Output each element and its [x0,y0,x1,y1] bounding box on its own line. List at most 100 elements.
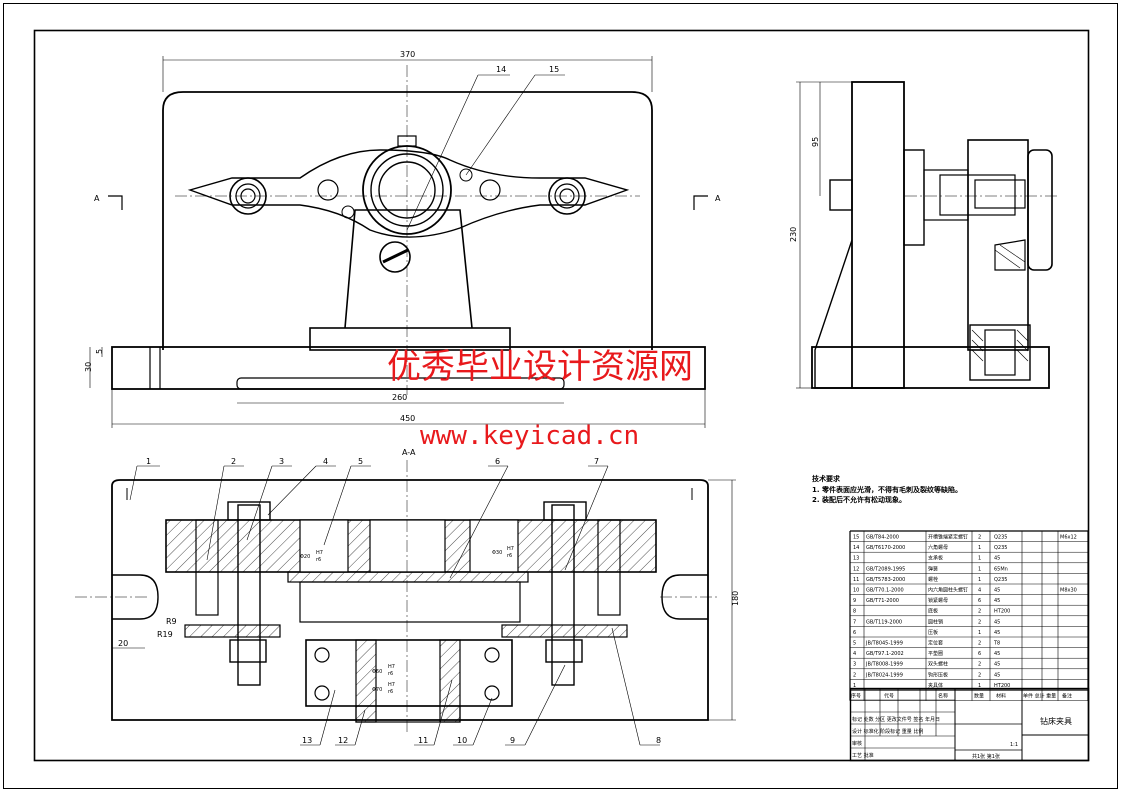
callout-14: 14 [496,65,506,74]
bom-row-code: GB/T71-2000 [866,598,899,604]
tech-notes-title: 技术要求 [812,474,841,483]
dim-r9: R9 [166,617,177,626]
bom-header-name: 名称 [938,693,948,700]
bom-row-code: JB/T8008-1999 [865,662,903,668]
bom-row-material: HT200 [994,683,1010,689]
bom-header-note: 备注 [1062,693,1072,700]
bom-row-qty: 2 [978,672,981,678]
bom-row-name: 六角螺母 [928,544,948,551]
bom-row-qty: 6 [978,598,981,604]
scale: 1:1 [1010,742,1018,748]
callout-7: 7 [594,457,599,466]
drawing-name: 钻床夹具 [1040,716,1072,726]
bom-row-no: 13 [853,556,859,562]
bom-row-name: 压板 [928,629,938,636]
watermark-url: www.keyicad.cn [420,421,639,451]
dim-5: 5 [95,349,104,354]
bom-row-material: 45 [994,588,1000,594]
title-block: 标记 处数 分区 更改文件号 签名 年月日 设计 标准化 阶段标记 重量 比例 … [849,687,1090,762]
bom-row-qty: 1 [978,683,981,689]
bom-row-code: GB/T6170-2000 [866,545,905,551]
callout-12: 12 [338,736,348,745]
fit-up-70: H7 [388,682,395,688]
title-row-1: 标记 处数 分区 更改文件号 签名 年月日 [852,716,940,723]
bom-row-qty: 2 [978,641,981,647]
bom-row-material: Q235 [994,577,1007,583]
bom-row-material: Q235 [994,535,1007,541]
fit-up-30: H7 [507,546,514,552]
bom-row-code: GB/T97.1-2002 [866,651,904,657]
bom-row-no: 6 [853,630,856,636]
bom-row-material: HT200 [994,609,1010,615]
technical-notes: 技术要求 1. 零件表面应光滑，不得有毛刺及裂纹等缺陷。 2. 装配后不允许有松… [812,474,962,504]
callout-9: 9 [510,736,515,745]
fit-low-60: r6 [388,671,393,677]
bom-row-material: 45 [994,651,1000,657]
bom-row-code: GB/T5783-2000 [866,577,905,583]
bom-row-qty: 1 [978,566,981,572]
section-mark-right: A [715,194,721,203]
fit-up-20: H7 [316,550,323,556]
callout-13: 13 [302,736,312,745]
dim-450: 450 [400,414,415,423]
bom-row-name: 开槽锥端紧定螺钉 [928,534,968,541]
dim-230: 230 [789,227,798,242]
fit-dia-30: Φ30 [492,550,502,556]
bom-row-material: 45 [994,630,1000,636]
bom-header-material: 材料 [996,693,1006,700]
title-row-4: 工艺 批准 [852,752,874,759]
fit-dia-20: Φ20 [300,554,310,560]
tech-note-2: 2. 装配后不允许有松动现象。 [812,495,906,504]
bom-row-name: 螺栓 [928,576,938,583]
bom-row-no: 8 [853,609,856,615]
bom-row-name: 底板 [928,608,938,615]
bom-row-material: 45 [994,672,1000,678]
bom-row-name: 双头螺柱 [928,661,948,668]
bom-row-qty: 1 [978,577,981,583]
bom-row-code: GB/T119-2000 [866,619,902,625]
tech-note-1: 1. 零件表面应光滑，不得有毛刺及裂纹等缺陷。 [812,485,962,494]
bom-row-name: 定位套 [928,640,943,647]
front-view: 370 450 260 5 30 [84,50,721,428]
bom-row-no: 15 [853,535,859,541]
bom-row-no: 10 [853,588,859,594]
fit-dia-60: Φ60 [372,669,382,675]
bom-row-no: 7 [853,619,856,625]
title-row-3: 审核 [852,740,862,747]
fit-low-70: r6 [388,689,393,695]
dim-r19: R19 [157,630,173,639]
bom-row-material: 45 [994,662,1000,668]
bom-row-qty: 1 [978,556,981,562]
title-row-2: 设计 标准化 阶段标记 重量 比例 [852,728,923,735]
sheet-count: 共1张 第1张 [972,753,1000,760]
bom-row-name: 内六角圆柱头螺钉 [928,587,968,594]
bom-row-code: JB/T8024-1999 [865,672,903,678]
bom-row-no: 5 [853,641,856,647]
bom-row-no: 4 [853,651,856,657]
bom-row-material: T8 [993,641,1000,647]
fit-dia-70: Φ70 [372,687,382,693]
callout-10: 10 [457,736,467,745]
bom-row-qty: 2 [978,609,981,615]
callout-5: 5 [358,457,363,466]
bom-row-qty: 2 [978,619,981,625]
bom-header-code: 代号 [884,693,894,700]
bom-row-qty: 6 [978,651,981,657]
bom-row-name: 锁紧螺母 [928,597,948,604]
bom-row-no: 2 [853,672,856,678]
bom-row-no: 3 [853,662,856,668]
bom-row-qty: 1 [978,630,981,636]
bom-row-material: 45 [994,598,1000,604]
dim-370: 370 [400,50,415,59]
bom-row-qty: 2 [978,662,981,668]
section-title: A-A [402,448,416,457]
bom-row-no: 14 [853,545,859,551]
bom-row-code: GB/T2089-1995 [866,566,905,572]
callout-15: 15 [549,65,559,74]
dim-30: 30 [84,362,93,372]
inner-border [33,29,1090,762]
callout-1: 1 [146,457,151,466]
callout-8: 8 [656,736,661,745]
callout-2: 2 [231,457,236,466]
